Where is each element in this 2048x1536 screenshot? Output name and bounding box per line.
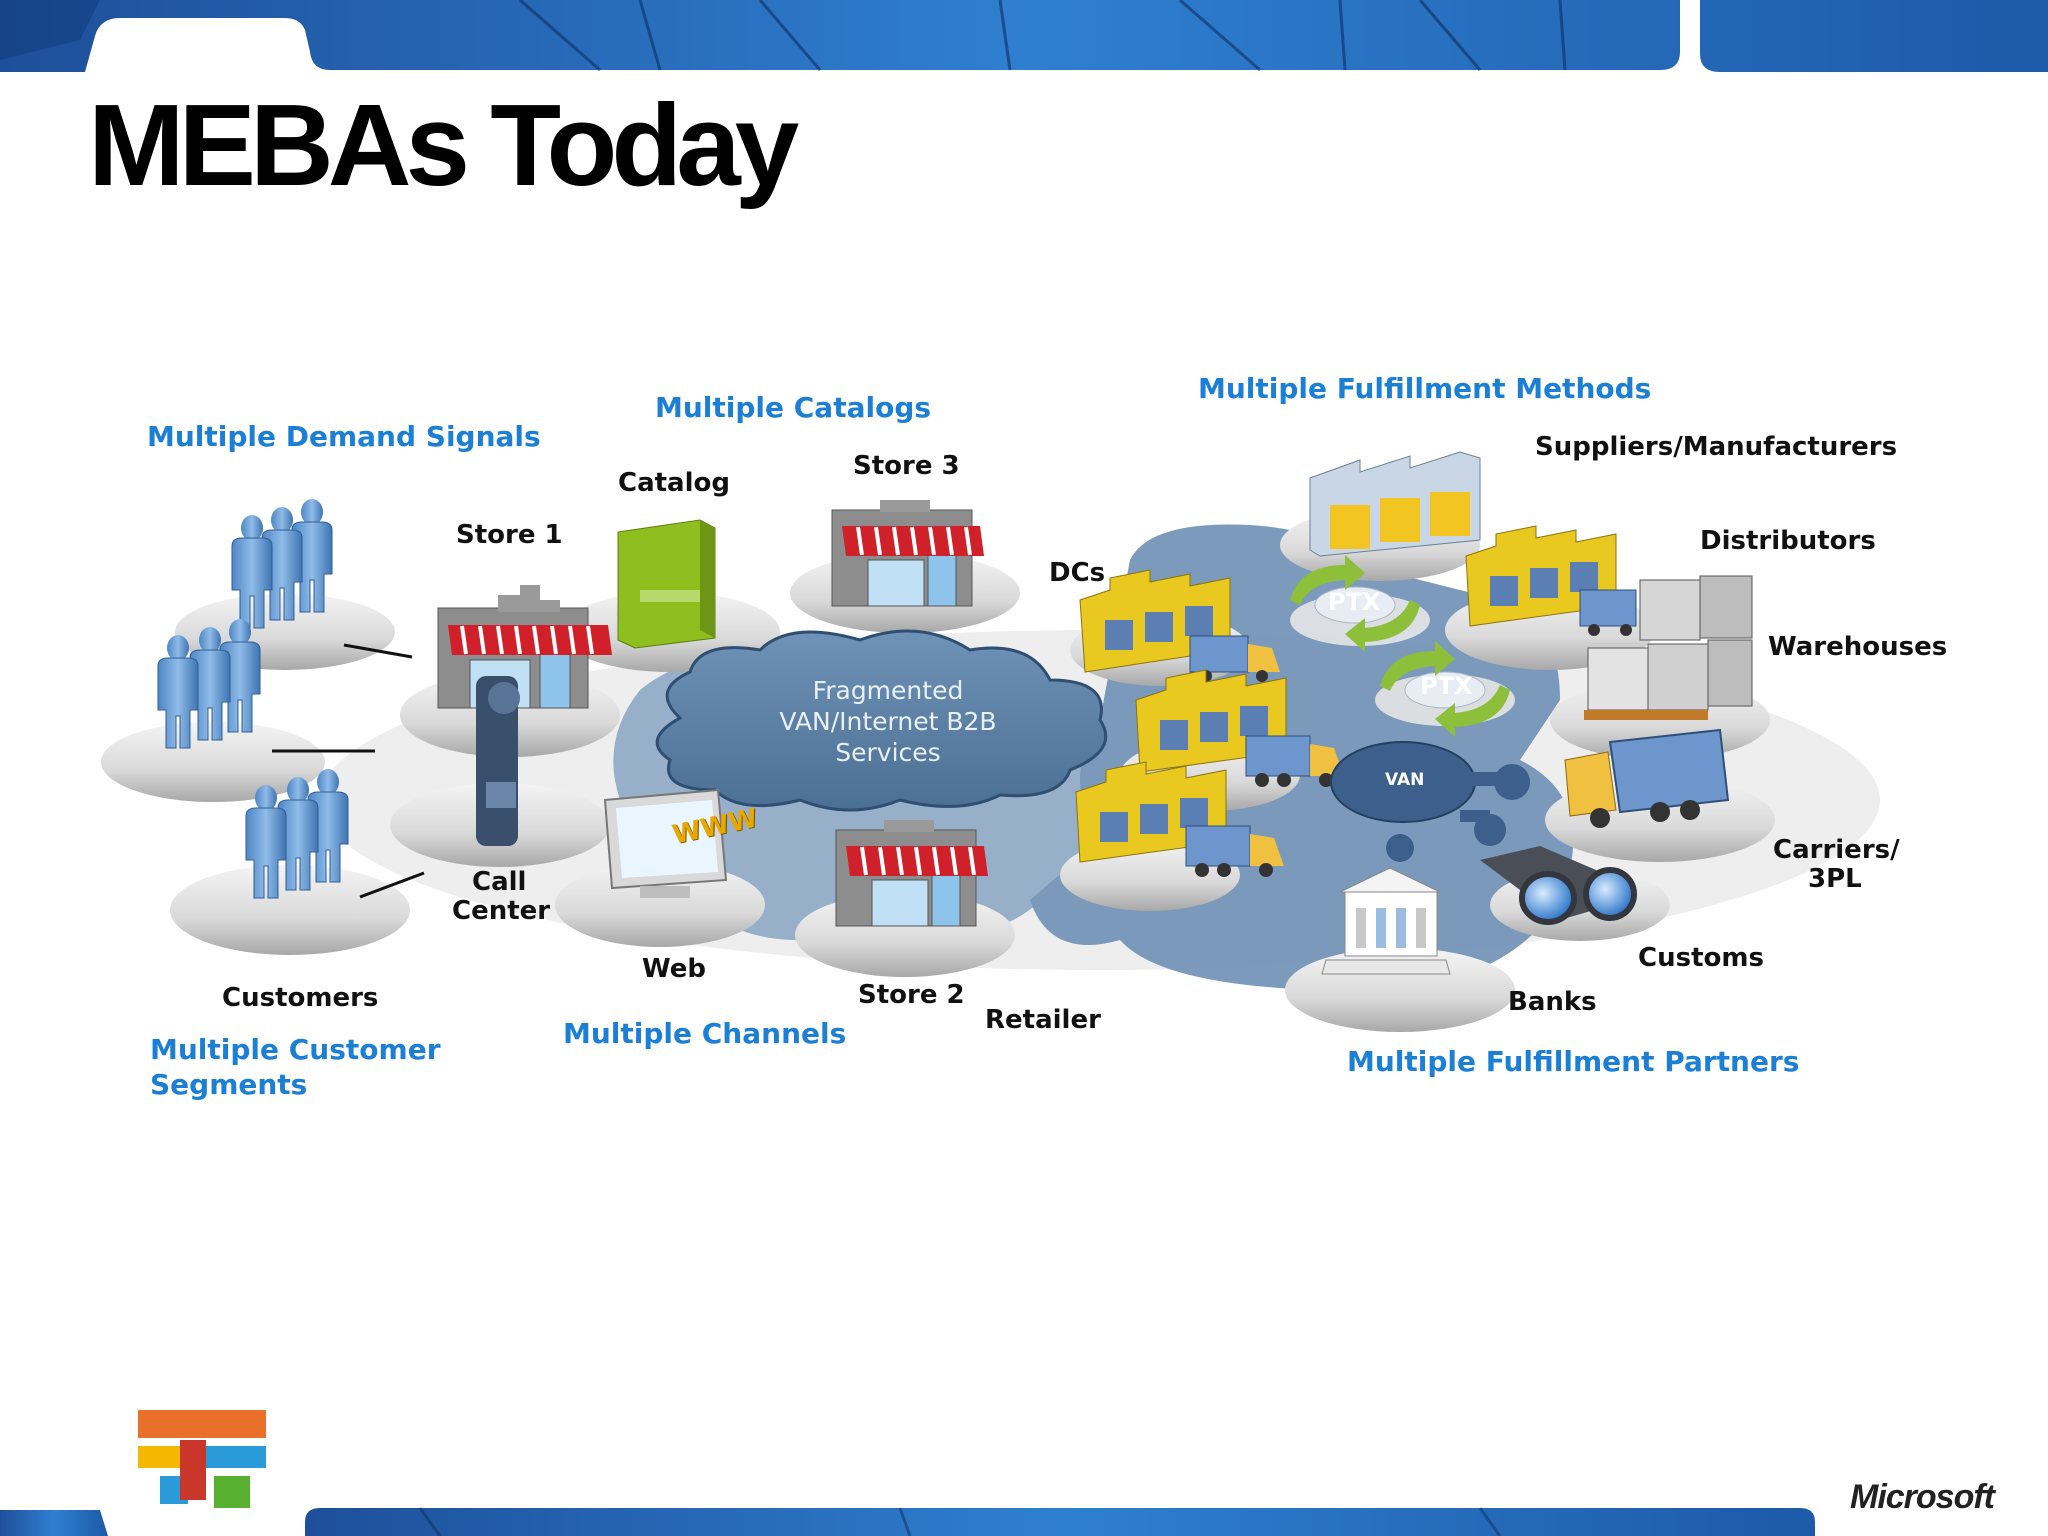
label-store-3: Store 3	[853, 451, 960, 481]
dc-factory-1	[1079, 569, 1280, 682]
ptx-hub-2	[1380, 641, 1510, 737]
ptx-label-1: PTX	[1328, 588, 1381, 616]
label-retailer: Retailer	[985, 1005, 1101, 1035]
van-hub	[1330, 741, 1530, 862]
label-suppliers: Suppliers/Manufacturers	[1535, 432, 1898, 462]
heading-customer-segments-line2: Segments	[150, 1068, 308, 1101]
heading-fulfillment-partners: Multiple Fulfillment Partners	[1347, 1045, 1800, 1078]
microsoft-logo: Microsoft	[1850, 1478, 1995, 1516]
heading-demand-signals: Multiple Demand Signals	[147, 420, 541, 453]
catalog-icon	[617, 519, 716, 649]
label-warehouses: Warehouses	[1768, 632, 1948, 662]
heading-customer-segments-line1: Multiple Customer	[150, 1033, 441, 1066]
binoculars-icon	[1480, 846, 1637, 925]
carrier-truck-icon	[1564, 728, 1730, 828]
store-3-icon	[831, 500, 984, 607]
heading-catalogs: Multiple Catalogs	[655, 391, 932, 424]
label-banks: Banks	[1508, 987, 1597, 1017]
web-monitor-icon	[603, 788, 728, 898]
warehouse-boxes-icon	[1584, 575, 1753, 720]
phone-icon	[476, 676, 520, 846]
store-2-icon	[835, 820, 988, 927]
dc-factory-2	[1135, 669, 1344, 787]
cloud-text-line1: Fragmented	[812, 676, 964, 705]
b2b-cloud	[655, 629, 1108, 812]
heading-fulfillment-methods: Multiple Fulfillment Methods	[1198, 372, 1652, 405]
suppliers-factory-icon	[1309, 451, 1481, 557]
bottom-banner	[0, 1507, 1815, 1536]
product-logo	[138, 1410, 266, 1508]
label-call-center-line1: Call	[472, 867, 527, 897]
label-catalog: Catalog	[618, 468, 730, 498]
heading-channels: Multiple Channels	[563, 1017, 847, 1050]
label-store-2: Store 2	[858, 980, 965, 1010]
distributors-factory-icon	[1465, 525, 1637, 636]
van-label: VAN	[1385, 770, 1425, 790]
dc-factory-3	[1075, 761, 1284, 877]
top-banner	[0, 0, 2048, 72]
label-carriers-line1: Carriers/	[1773, 835, 1900, 865]
cloud-text: Fragmented VAN/Internet B2B Services	[762, 675, 1014, 768]
connector-lines	[272, 643, 425, 899]
page-title: MEBAs Today	[88, 80, 799, 210]
label-web: Web	[642, 954, 706, 984]
label-customs: Customs	[1638, 943, 1764, 973]
store-1-icon	[437, 585, 612, 709]
cloud-text-line3: Services	[835, 738, 941, 767]
label-customers: Customers	[222, 983, 379, 1013]
ptx-label-2: PTX	[1420, 672, 1473, 700]
label-store-1: Store 1	[456, 520, 563, 550]
ptx-hub-1	[1290, 555, 1420, 652]
bank-icon	[1321, 867, 1451, 975]
label-dcs: DCs	[1049, 558, 1106, 588]
label-carriers-line2: 3PL	[1808, 864, 1862, 894]
cloud-text-line2: VAN/Internet B2B	[779, 707, 997, 736]
label-call-center-line2: Center	[452, 896, 551, 926]
label-distributors: Distributors	[1700, 526, 1876, 556]
